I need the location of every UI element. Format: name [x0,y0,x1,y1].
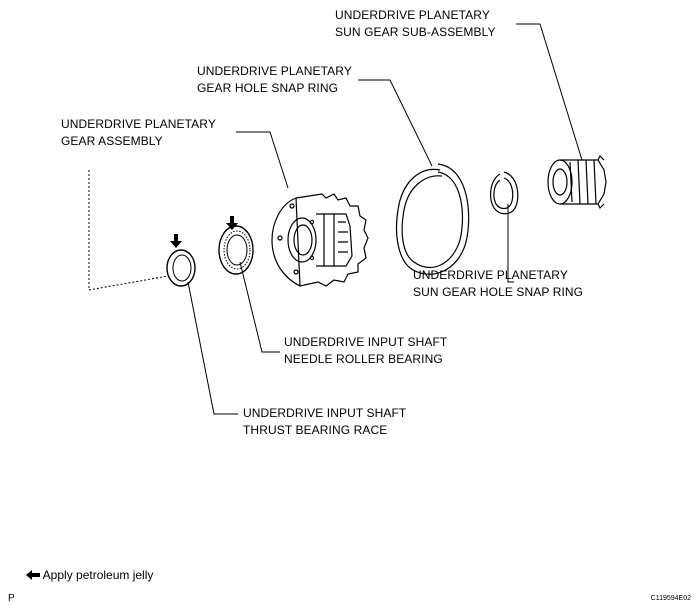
legend-text: Apply petroleum jelly [42,568,154,582]
label-line: SUN GEAR HOLE SNAP RING [413,285,584,299]
shaft-centerline [88,170,169,291]
label-sun-gear-sub-assembly: UNDERDRIVE PLANETARY SUN GEAR SUB-ASSEMB… [335,7,496,41]
label-line: THRUST BEARING RACE [243,423,388,437]
label-line: UNDERDRIVE PLANETARY [61,117,216,131]
label-line: GEAR HOLE SNAP RING [197,81,339,95]
apply-jelly-arrow-race [170,234,182,248]
thrust-bearing-race [166,249,196,287]
label-needle-roller-bearing: UNDERDRIVE INPUT SHAFT NEEDLE ROLLER BEA… [284,334,447,368]
label-line: GEAR ASSEMBLY [61,134,163,148]
label-gear-hole-snap-ring: UNDERDRIVE PLANETARY GEAR HOLE SNAP RING [197,63,352,97]
needle-roller-bearing [218,225,254,275]
sun-gear-sub-assembly [547,154,607,210]
gear-hole-snap-ring [395,163,470,275]
label-line: UNDERDRIVE INPUT SHAFT [243,406,407,420]
label-thrust-bearing-race: UNDERDRIVE INPUT SHAFT THRUST BEARING RA… [243,405,406,439]
label-line: NEEDLE ROLLER BEARING [284,352,443,366]
sun-gear-hole-snap-ring [490,171,519,215]
figure-code: C119594E02 [650,595,691,602]
label-line: SUN GEAR SUB-ASSEMBLY [335,25,496,39]
label-line: UNDERDRIVE INPUT SHAFT [284,335,448,349]
apply-jelly-arrow-bearing [226,216,238,230]
arrow-left-icon [26,570,40,580]
label-line: UNDERDRIVE PLANETARY [335,8,490,22]
label-planetary-gear-assembly: UNDERDRIVE PLANETARY GEAR ASSEMBLY [61,116,216,150]
corner-letter: P [8,593,15,604]
legend: Apply petroleum jelly [26,568,153,582]
label-line: UNDERDRIVE PLANETARY [197,64,352,78]
label-sun-gear-hole-snap-ring: UNDERDRIVE PLANETARY SUN GEAR HOLE SNAP … [413,267,583,301]
leader-lines [187,23,583,415]
label-line: UNDERDRIVE PLANETARY [413,268,568,282]
planetary-gear-assembly [271,193,369,287]
